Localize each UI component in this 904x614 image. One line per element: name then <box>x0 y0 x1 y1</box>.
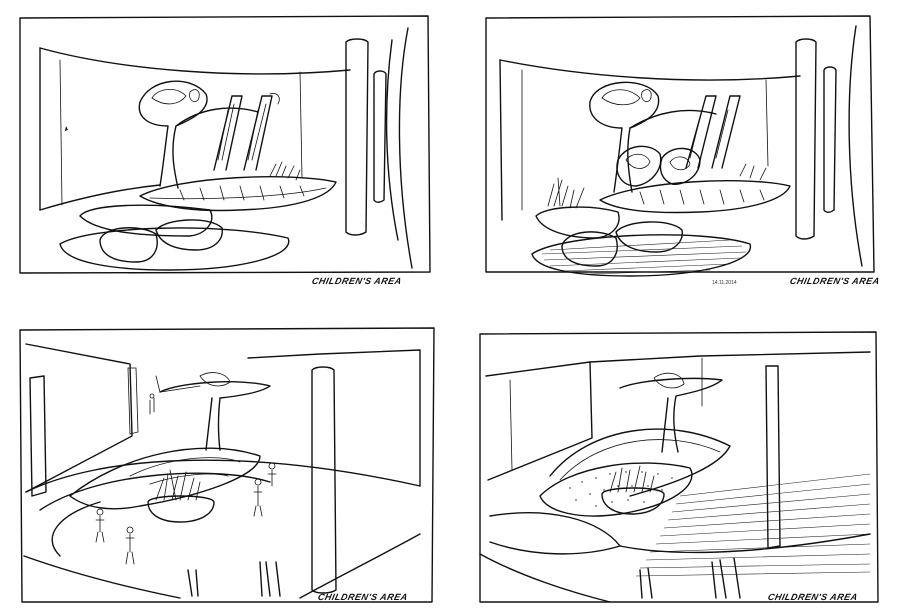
sketch-drawing-3 <box>19 327 435 603</box>
panel-date-2: 14.11.2014 <box>712 280 737 286</box>
sketch-panel-2: 14.11.2014 CHILDREN'S AREA <box>450 0 904 300</box>
sketch-drawing-1 <box>19 15 431 274</box>
panel-caption-1: CHILDREN'S AREA <box>310 276 403 286</box>
sketch-drawing-4 <box>479 331 879 603</box>
sketch-panel-4: CHILDREN'S AREA <box>450 306 904 614</box>
sketch-panel-3: CHILDREN'S AREA <box>0 306 450 614</box>
panel-caption-4: CHILDREN'S AREA <box>766 592 859 602</box>
panel-caption-2: CHILDREN'S AREA <box>788 276 881 286</box>
panel-caption-3: CHILDREN'S AREA <box>316 592 409 602</box>
sketch-drawing-2 <box>485 15 875 277</box>
sketch-panel-1: CHILDREN'S AREA <box>0 0 450 300</box>
